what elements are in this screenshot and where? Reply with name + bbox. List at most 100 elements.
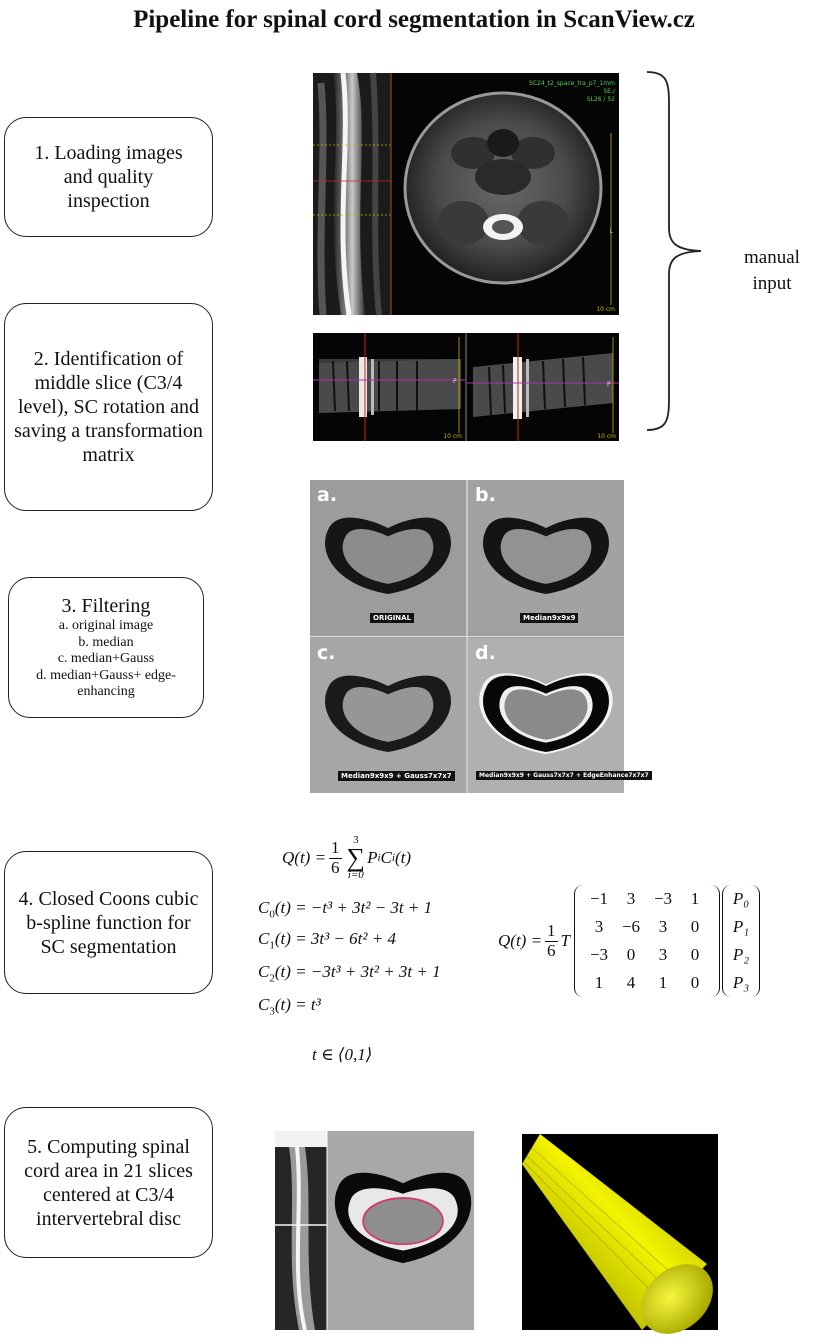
eq-q-sum-top: 3: [353, 834, 359, 847]
rotation-panel: P 10 cm P 10 cm: [313, 333, 619, 441]
eq-c1-lhs: C: [258, 929, 270, 948]
cord-3d-model: [522, 1134, 718, 1334]
mri-viewer-image: SC24_t2_space_tra_p7_1mm SE:/ SL26 / 52 …: [313, 72, 619, 316]
eq-c3-lhs: C: [258, 995, 270, 1014]
vector-grid: P₀ P₁ P₂ P₃: [729, 885, 753, 997]
equation-c0: C0(t) = −t³ + 3t² − 3t + 1: [258, 898, 432, 920]
step-4-label: 4. Closed Coons cubic b-spline function …: [18, 887, 199, 958]
step-3-label: 3. Filtering: [61, 595, 151, 618]
manual-input-brace: [646, 71, 702, 431]
matrix-cell: 0: [690, 945, 700, 964]
matrix-cell: −6: [621, 917, 641, 936]
filter-grid: a. b. c. d. ORIGINAL Median9x9x9 Median9…: [310, 480, 652, 793]
matrix-cell: 1: [690, 889, 700, 908]
eq-c0-sub: 0: [269, 908, 275, 921]
eq-q-sum-bottom: i=0: [347, 868, 364, 881]
filter-tile-a-caption: ORIGINAL: [370, 613, 415, 623]
matrix-cell: 0: [690, 917, 700, 936]
mri-overlay-scale: 10 cm: [596, 306, 615, 313]
eq-q-term-c-sub: i: [391, 852, 395, 864]
rotation-scale-1: 10 cm: [443, 433, 462, 440]
matrix-cell: 3: [658, 945, 668, 964]
equation-c1: C1(t) = 3t³ − 6t² + 4: [258, 929, 396, 951]
eq-c2-rhs: (t) = −3t³ + 3t² + 3t + 1: [274, 962, 441, 981]
filter-tile-d-letter: d.: [475, 642, 496, 664]
equation-t-range: t ∈ ⟨0,1⟩: [312, 1045, 373, 1064]
mri-overlay-side: L: [610, 228, 614, 235]
eq-c1-rhs: (t) = 3t³ − 6t² + 4: [274, 929, 396, 948]
eq-q-term-tail: (t): [394, 848, 411, 867]
eq-qm-T: T: [560, 931, 571, 950]
step-1-box: 1. Loading images and quality inspection: [4, 117, 213, 237]
matrix-cell: 3: [594, 917, 604, 936]
coefficient-matrix: −1 3 −3 1 3 −6 3 0 −3 0 3 0 1 4 1 0: [574, 885, 721, 997]
eq-c2-sub: 2: [269, 972, 275, 985]
filter-tile-b-caption: Median9x9x9: [520, 613, 579, 623]
eq-c0-rhs: (t) = −t³ + 3t² − 3t + 1: [274, 898, 433, 917]
step-3-subitem-d: d. median+Gauss+ edge-enhancing: [36, 667, 176, 700]
step-3-subitem-c: c. median+Gauss: [57, 651, 155, 667]
cord-3d-panel: [522, 1134, 718, 1334]
step-5-label: 5. Computing spinal cord area in 21 slic…: [24, 1135, 193, 1230]
filter-tile-c-caption: Median9x9x9 + Gauss7x7x7: [338, 771, 455, 781]
matrix-cell: 3: [626, 889, 636, 908]
equation-c3: C3(t) = t³: [258, 995, 321, 1017]
matrix-cell: 4: [626, 973, 636, 992]
eq-q-term-p: P: [367, 848, 378, 867]
filter-tile-d-caption: Median9x9x9 + Gauss7x7x7 + EdgeEnhance7x…: [476, 771, 652, 780]
matrix-cell: 1: [594, 973, 604, 992]
matrix-cell: −1: [589, 889, 609, 908]
vector-cell: P₀: [732, 889, 750, 908]
sigma-symbol: ∑: [346, 843, 366, 873]
mri-overlay-se: SE:/: [603, 88, 616, 95]
matrix-cell: −3: [653, 889, 673, 908]
mri-overlay-slice: SL26 / 52: [587, 96, 615, 103]
manual-input-label-line1: manual: [744, 247, 800, 268]
equation-c2: C2(t) = −3t³ + 3t² + 3t + 1: [258, 962, 441, 984]
step-3-box: 3. Filtering a. original image b. median…: [8, 577, 204, 718]
matrix-cell: 0: [626, 945, 636, 964]
eq-q-term-p-sub: i: [377, 852, 381, 864]
matrix-cell: 3: [658, 917, 668, 936]
matrix-cell: 0: [690, 973, 700, 992]
mri-overlay-series: SC24_t2_space_tra_p7_1mm: [529, 80, 615, 87]
vector-cell: P₂: [732, 945, 750, 964]
filter-tile-b-letter: b.: [475, 484, 496, 506]
area-result-panel: [275, 1131, 474, 1331]
mri-viewer-panel: SC24_t2_space_tra_p7_1mm SE:/ SL26 / 52 …: [313, 72, 619, 316]
figure-title: Pipeline for spinal cord segmentation in…: [133, 6, 695, 33]
eq-c3-sub: 3: [269, 1005, 275, 1018]
filter-tile-a-letter: a.: [317, 484, 338, 506]
matrix-cell: 1: [658, 973, 668, 992]
eq-c1-sub: 1: [269, 939, 275, 952]
filter-grid-image: [310, 480, 624, 793]
area-result-image: [275, 1131, 474, 1331]
step-4-box: 4. Closed Coons cubic b-spline function …: [4, 851, 213, 994]
rotation-mark-1: P: [453, 378, 457, 385]
manual-input-label-line2: input: [752, 272, 792, 294]
step-2-label: 2. Identification of middle slice (C3/4 …: [14, 348, 203, 466]
vector-cell: P₁: [732, 917, 750, 936]
step-5-box: 5. Computing spinal cord area in 21 slic…: [4, 1107, 213, 1258]
filter-tile-c-letter: c.: [317, 642, 336, 664]
matrix-grid: −1 3 −3 1 3 −6 3 0 −3 0 3 0 1 4 1 0: [583, 885, 711, 997]
manual-input-label: manual input: [722, 245, 822, 296]
step-2-box: 2. Identification of middle slice (C3/4 …: [4, 303, 213, 511]
eq-c3-rhs: (t) = t³: [274, 995, 321, 1014]
eq-q-lhs: Q(t) =: [282, 848, 327, 867]
step-3-subitem-a: a. original image: [58, 618, 154, 634]
rotation-mark-2: P: [607, 381, 611, 388]
eq-qm-frac-num: 1: [545, 920, 558, 942]
rotation-scale-2: 10 cm: [597, 433, 616, 440]
rotation-image: P 10 cm P 10 cm: [313, 333, 619, 441]
point-vector: P₀ P₁ P₂ P₃: [722, 885, 761, 997]
vector-cell: P₃: [732, 973, 750, 992]
eq-qm-frac-den: 6: [547, 940, 556, 960]
eq-c0-lhs: C: [258, 898, 270, 917]
step-3-subitem-b: b. median: [78, 634, 134, 650]
matrix-cell: −3: [589, 945, 609, 964]
eq-q-frac-num: 1: [329, 837, 342, 859]
eq-c2-lhs: C: [258, 962, 270, 981]
